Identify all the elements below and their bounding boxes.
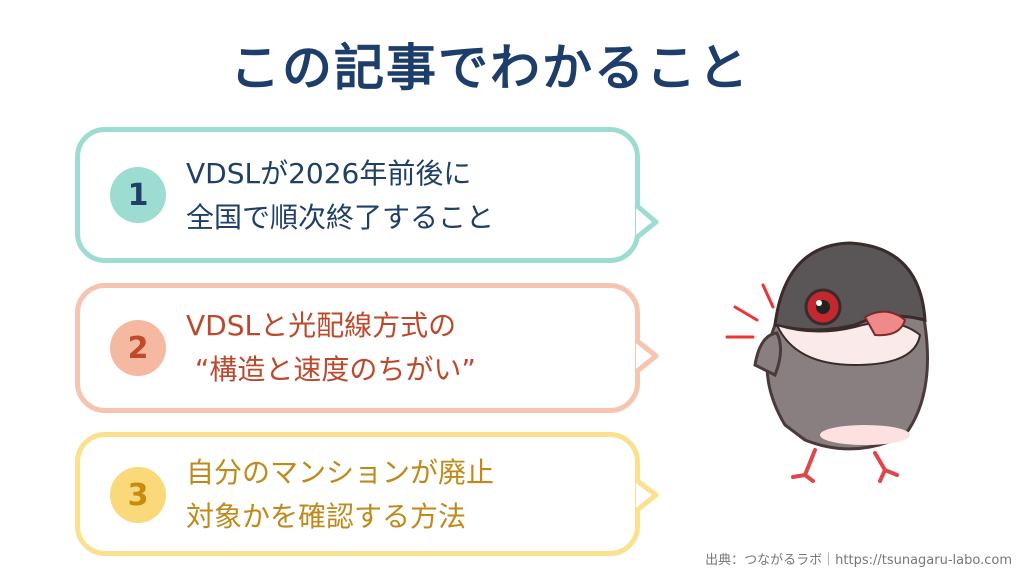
line-1: 自分のマンションが廃止 [186, 456, 495, 489]
page-title: この記事でわかること [230, 39, 750, 97]
number-badge: 2 [110, 320, 166, 376]
line-2: 全国で順次終了すること [186, 201, 495, 234]
java-sparrow-mascot-illustration [725, 241, 929, 483]
point-text: VDSLが2026年前後に 全国で順次終了すること [186, 152, 494, 240]
point-box-3: 3 自分のマンションが廃止 対象かを確認する方法 [75, 432, 640, 556]
source-credit: 出典：つながるラボ｜https://tsunagaru-labo.com [705, 553, 1012, 568]
line-1: VDSLが2026年前後に [186, 157, 472, 190]
number-badge: 1 [110, 167, 166, 223]
point-box-1: 1 VDSLが2026年前後に 全国で順次終了すること [75, 127, 640, 263]
line-2: 対象かを確認する方法 [186, 500, 467, 533]
number-badge: 3 [110, 467, 166, 523]
line-1: VDSLと光配線方式の [186, 309, 457, 342]
point-box-2: 2 VDSLと光配線方式の “構造と速度のちがい” [75, 283, 640, 413]
line-2: “構造と速度のちがい” [186, 353, 476, 386]
point-text: 自分のマンションが廃止 対象かを確認する方法 [186, 451, 494, 539]
point-text: VDSLと光配線方式の “構造と速度のちがい” [186, 304, 476, 392]
